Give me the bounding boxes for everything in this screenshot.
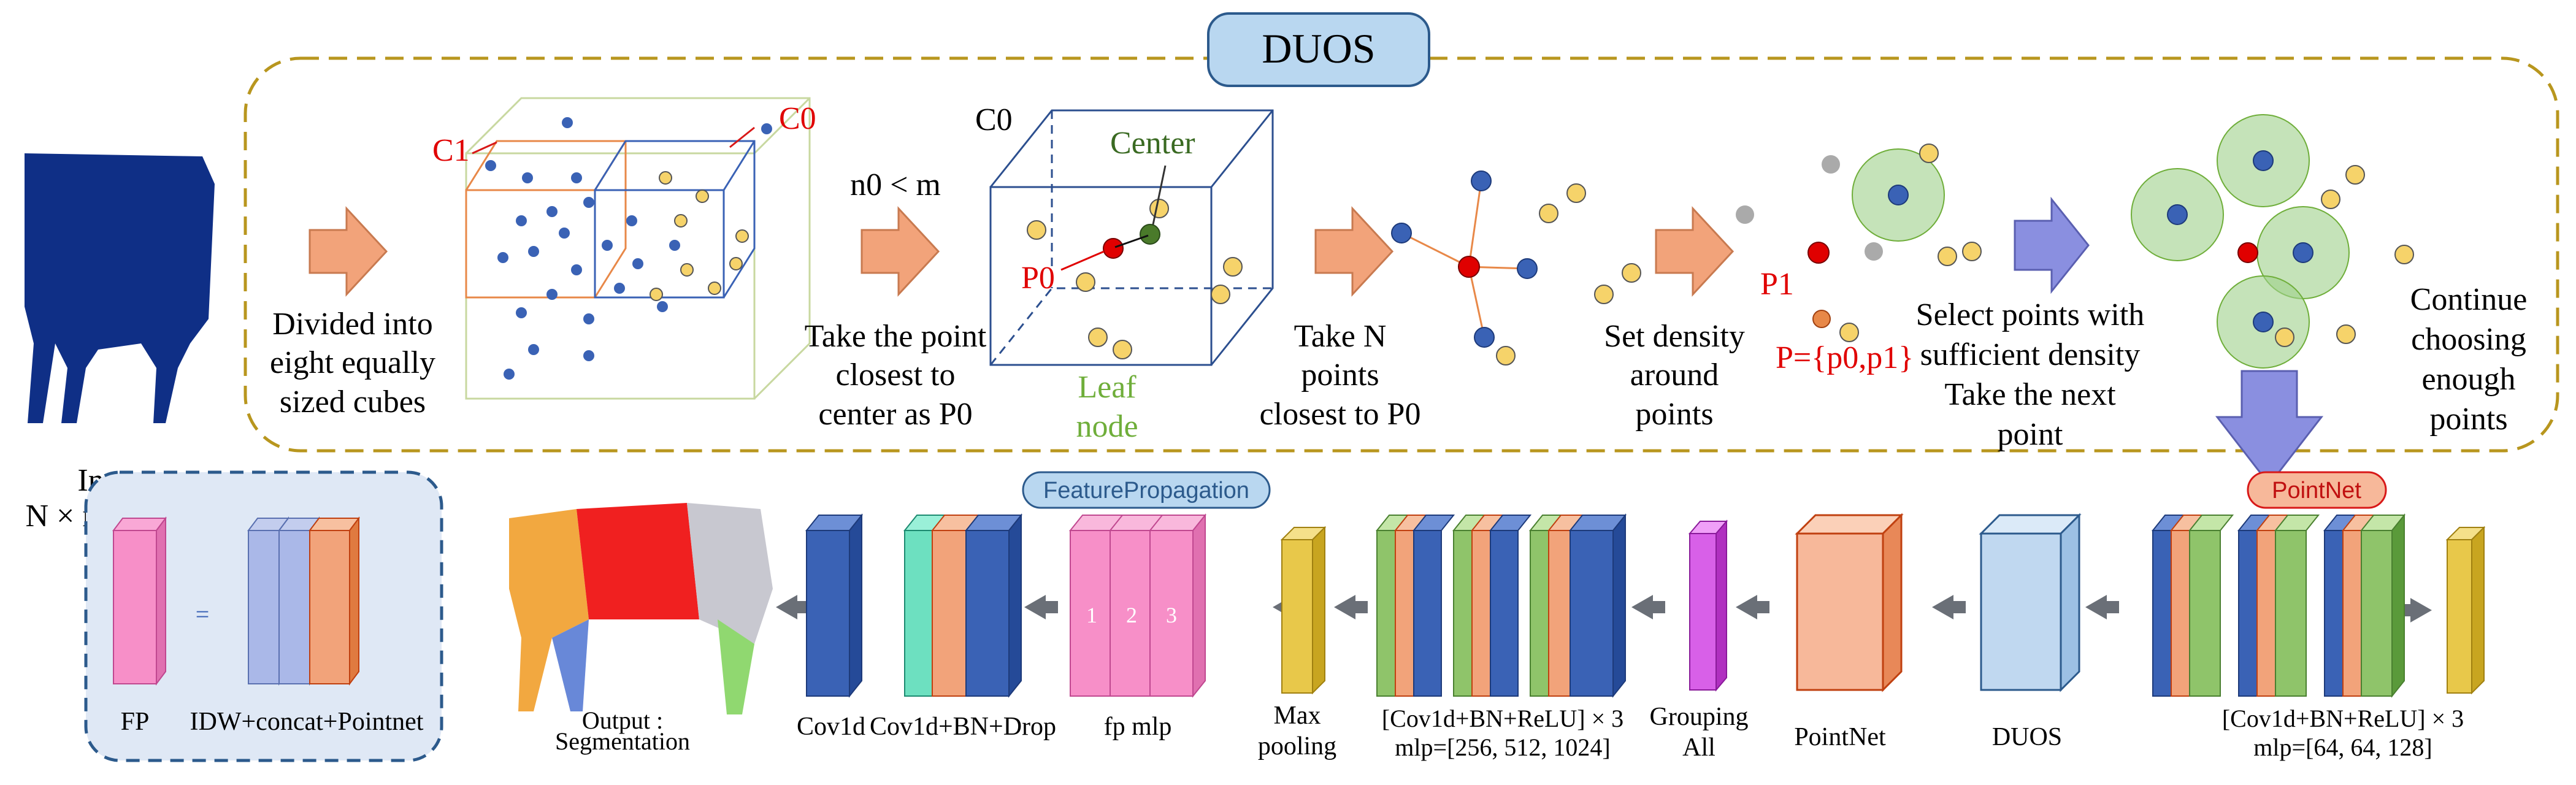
step1-text: eight equally: [270, 345, 435, 380]
max-pooling-block: [1280, 526, 1327, 695]
mlp-128-label: [Cov1d+BN+ReLU] × 3: [2222, 705, 2464, 732]
pointnet-label: PointNet: [1794, 723, 1886, 751]
leaf-label: node: [1076, 409, 1138, 444]
equals-sign: =: [196, 600, 210, 628]
step6-text: points: [2429, 402, 2507, 437]
leaf-label: Leaf: [1078, 370, 1137, 405]
center-point: [1140, 224, 1160, 245]
step3-text: Take N: [1294, 319, 1387, 354]
density-side-points: [1594, 263, 1641, 304]
fp-layer-number: 1: [1086, 603, 1097, 627]
step1-text: Divided into: [272, 307, 432, 342]
fp-mlp-block: [1068, 513, 1207, 698]
step4-text: around: [1630, 358, 1719, 392]
input-point-cloud: [25, 153, 215, 423]
cov1d-block: [805, 513, 864, 698]
fp-tag-label: FeaturePropagation: [1043, 478, 1249, 504]
step6-text: choosing: [2411, 322, 2526, 357]
center-leader: [1152, 165, 1167, 225]
output-label: Output :: [582, 706, 663, 734]
step5-text: Select points with: [1916, 297, 2145, 332]
mlp-1024-stack: [1375, 513, 1627, 698]
step1-text: sized cubes: [280, 385, 426, 419]
step3-text: closest to P0: [1260, 397, 1421, 432]
step4-text: points: [1635, 397, 1713, 432]
octree-leaf-points: [650, 171, 749, 301]
leaf-cube-c0-label: C0: [975, 102, 1013, 137]
leaf-node-cube: [989, 109, 1274, 366]
step5-text: Take the next: [1944, 377, 2116, 412]
output-seg-label: Segmentation: [555, 727, 690, 755]
mlp-128-label: mlp=[64, 64, 128]: [2253, 733, 2432, 761]
select-arrow: [2014, 196, 2090, 294]
nearest-points-star: [1391, 170, 1586, 366]
duos-title: DUOS: [1262, 25, 1375, 72]
mlp-128-stack: [2151, 513, 2486, 698]
p-set-label: P={p0,p1}: [1776, 340, 1914, 375]
p1-label: P1: [1760, 267, 1794, 302]
fp-legend-label: FP: [121, 708, 150, 736]
continue-cluster: [2131, 114, 2414, 369]
step5-text: sufficient density: [1920, 337, 2141, 372]
cov1d-bn-drop-label: Cov1d+BN+Drop: [870, 713, 1056, 741]
duos-title-box: [1207, 12, 1430, 87]
octree-points: [485, 117, 772, 380]
pointnet-block: [1795, 513, 1904, 692]
idw-legend-label: IDW+concat+Pointnet: [190, 708, 424, 736]
step6-text: enough: [2421, 362, 2515, 397]
step-arrow-1: [309, 206, 388, 297]
duos-block: [1979, 513, 2082, 692]
c0-label: C0: [779, 101, 816, 136]
p0-center-link: [1114, 234, 1149, 248]
step4-text: Set density: [1604, 319, 1745, 354]
step3-text: points: [1301, 358, 1379, 392]
c1-label: C1: [432, 133, 470, 168]
grouping-all-block: [1688, 519, 1728, 692]
step-arrow-3: [1314, 206, 1394, 297]
output-segmentation: [509, 503, 773, 714]
step6-text: Continue: [2410, 282, 2528, 317]
down-arrow: [2215, 370, 2324, 486]
grouping-all-label: All: [1682, 733, 1715, 762]
fp-layer-number: 3: [1166, 603, 1177, 627]
fp-mlp-label: fp mlp: [1104, 713, 1172, 741]
grouping-all-label: Grouping: [1650, 703, 1749, 731]
condition-label: n0 < m: [850, 167, 941, 202]
p0-point: [1103, 238, 1124, 259]
fp-tag-box: [1022, 471, 1271, 509]
p0-label: P0: [1021, 261, 1055, 296]
cov1d-label: Cov1d: [797, 713, 865, 741]
mlp-1024-label: mlp=[256, 512, 1024]: [1395, 733, 1610, 761]
mlp-1024-label: [Cov1d+BN+ReLU] × 3: [1382, 705, 1623, 732]
step2-text: center as P0: [818, 397, 972, 432]
c0-leader: [729, 126, 755, 148]
c1-leader: [472, 141, 497, 155]
duos-frame: [243, 56, 2559, 453]
fp-legend-block: [112, 516, 167, 686]
octree-cube: [465, 97, 811, 400]
density-set: [1736, 144, 1982, 342]
cov1d-bn-drop-block: [903, 513, 1023, 698]
pointnet-tag-label: PointNet: [2272, 478, 2361, 504]
step-arrow-2: [861, 206, 940, 297]
step5-text: point: [1998, 417, 2063, 452]
duos-block-label: DUOS: [1992, 723, 2062, 751]
max-pooling-label: Max: [1274, 702, 1321, 730]
center-label: Center: [1110, 126, 1195, 161]
leaf-points: [1027, 199, 1243, 359]
p0-leader: [1060, 250, 1105, 271]
fp-layer-number: 2: [1126, 603, 1137, 627]
step-arrow-4: [1655, 206, 1735, 297]
step2-text: closest to: [836, 358, 956, 392]
idw-stack: [247, 516, 360, 686]
step2-text: Take the point: [805, 319, 987, 354]
pointnet-tag-box: [2247, 471, 2387, 509]
max-pooling-label: pooling: [1258, 732, 1336, 760]
